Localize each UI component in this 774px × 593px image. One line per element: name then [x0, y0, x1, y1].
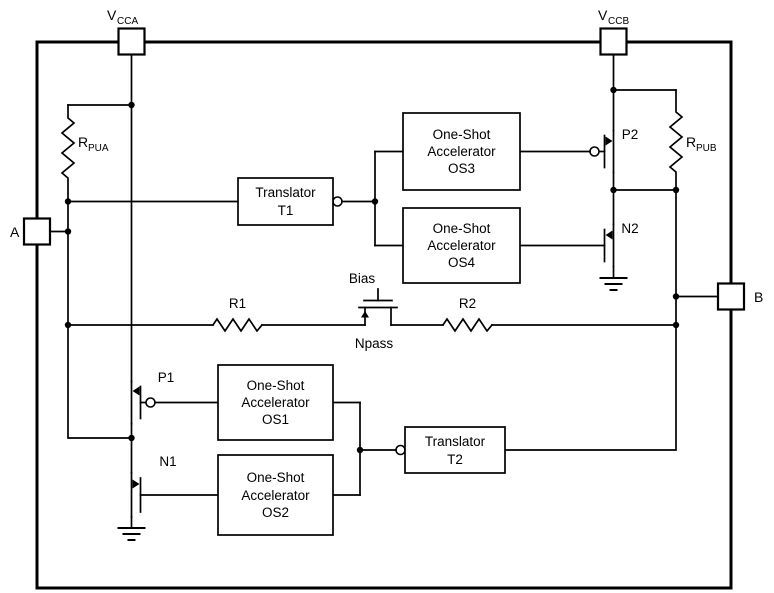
os4-box-line2: Accelerator: [427, 238, 496, 253]
rpub-label-sub: PUB: [696, 143, 717, 154]
vccb-label: V: [598, 7, 608, 23]
junction-dot: [672, 186, 680, 194]
wires-a-side: [49, 53, 366, 439]
vccb-pin-box: [599, 27, 628, 56]
translator-t2-box: [404, 426, 506, 474]
mosfet-p2: [589, 129, 615, 174]
junction-dot: [371, 198, 379, 205]
one-shot-os4-box: [402, 207, 521, 284]
one-shot-os3-box: [402, 112, 521, 191]
os4-box-line3: OS4: [448, 255, 476, 270]
resistor-rpub: [668, 89, 684, 191]
resistor-r2: [441, 317, 494, 333]
npass-arrow: [361, 311, 369, 318]
resistor-rpua: [60, 104, 76, 203]
junction-dot: [610, 186, 617, 194]
os2-box-line2: Accelerator: [241, 488, 310, 503]
t2-box-line1: Translator: [425, 434, 486, 449]
wires-b-side: [504, 53, 719, 451]
junction-dot: [64, 321, 72, 329]
r1-label: R1: [229, 296, 246, 311]
n2-arrow: [605, 230, 613, 240]
wires-t1-fanout: [332, 150, 404, 247]
t2-box-line2: T2: [447, 452, 463, 467]
rpub-label: R: [686, 134, 696, 150]
t1-output-bubble: [332, 196, 343, 207]
os3-box-line1: One-Shot: [433, 127, 491, 142]
junction-dots: [64, 86, 680, 454]
vccb-label-sub: CCB: [608, 16, 629, 27]
t2-output-bubble: [395, 444, 406, 456]
chip-outline: [35, 40, 733, 590]
p1-gate-bubble: [145, 397, 156, 408]
os3-box-line2: Accelerator: [427, 144, 496, 159]
mosfet-n2: [603, 223, 615, 268]
vcca-label: V: [107, 7, 117, 23]
junction-dot: [672, 321, 680, 329]
bias-label: Bias: [349, 271, 376, 286]
ground-icon: [117, 527, 146, 541]
npass-label: Npass: [355, 336, 394, 351]
p2-label: P2: [622, 127, 639, 142]
wires-mid: [390, 317, 677, 333]
t1-box-line2: T1: [278, 203, 294, 218]
t1-box-line1: Translator: [255, 185, 316, 200]
junction-dot: [356, 446, 364, 454]
p1-arrow: [132, 386, 140, 396]
p1-label: P1: [158, 370, 175, 385]
os1-box-line1: One-Shot: [247, 378, 305, 393]
junction-dot: [64, 228, 72, 235]
mosfet-p1: [130, 380, 156, 425]
one-shot-os2-box: [217, 454, 334, 536]
n2-label: N2: [621, 221, 638, 236]
pin-a-label: A: [10, 224, 20, 240]
n1-arrow: [132, 479, 140, 489]
ground-icon: [599, 277, 628, 291]
rpua-label-sub: PUA: [88, 143, 109, 154]
wires-t2-fanout: [332, 401, 406, 496]
os3-box-line3: OS3: [448, 161, 475, 176]
os2-box-line3: OS2: [262, 505, 289, 520]
mosfet-n1: [130, 472, 142, 518]
os1-box-line3: OS1: [262, 412, 289, 427]
wire-a-node-vertical: [67, 200, 133, 439]
wire-b-node-vertical: [504, 189, 677, 451]
p2-arrow: [605, 136, 613, 146]
junction-dot: [128, 434, 135, 442]
junction-dot: [672, 293, 680, 300]
n1-label: N1: [159, 454, 176, 469]
translator-t1-box: [237, 177, 334, 226]
junction-dot: [610, 86, 617, 94]
vcca-label-sub: CCA: [117, 16, 138, 27]
pin-b-box: [716, 282, 746, 311]
os2-box-line1: One-Shot: [247, 470, 305, 485]
os1-box-line2: Accelerator: [241, 395, 310, 410]
mosfet-npass: [358, 288, 398, 326]
junction-dot: [128, 101, 135, 109]
pin-a-box: [22, 217, 52, 246]
os4-box-line1: One-Shot: [433, 221, 491, 236]
junction-dot: [64, 198, 72, 205]
r2-label: R2: [459, 296, 476, 311]
rpua-label: R: [78, 134, 88, 150]
p2-gate-bubble: [589, 146, 600, 157]
pin-b-label: B: [754, 289, 763, 305]
resistor-r1: [211, 317, 264, 333]
one-shot-os1-box: [217, 364, 334, 441]
vcca-pin-box: [117, 27, 146, 56]
